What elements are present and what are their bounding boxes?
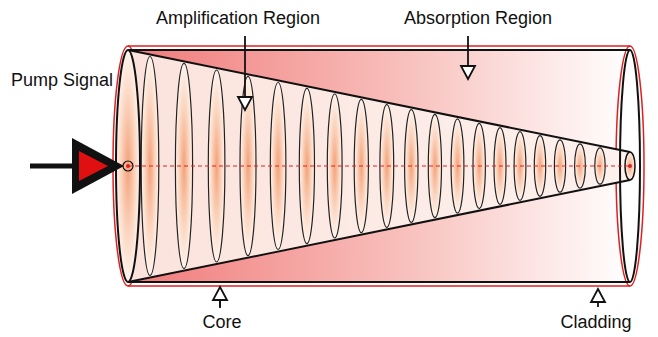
part-label: Core: [202, 312, 241, 332]
region-label: Amplification Region: [156, 8, 320, 28]
region-label: Absorption Region: [404, 8, 552, 28]
signal-label: Pump Signal: [11, 70, 113, 90]
part-label: Cladding: [560, 312, 631, 332]
